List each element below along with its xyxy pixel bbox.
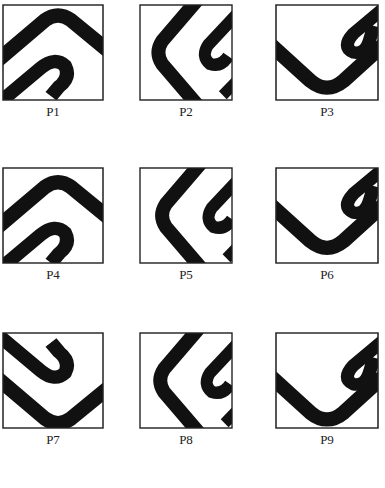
panel-label: P6 [320,267,334,283]
panel-label: P1 [46,104,60,120]
panel-label: P9 [320,432,334,448]
panel-label: P7 [46,432,60,448]
panel-label: P2 [179,104,193,120]
panel-label: P5 [179,267,193,283]
panel-label: P8 [179,432,193,448]
panel-label: P3 [320,104,334,120]
panel-label: P4 [46,267,60,283]
